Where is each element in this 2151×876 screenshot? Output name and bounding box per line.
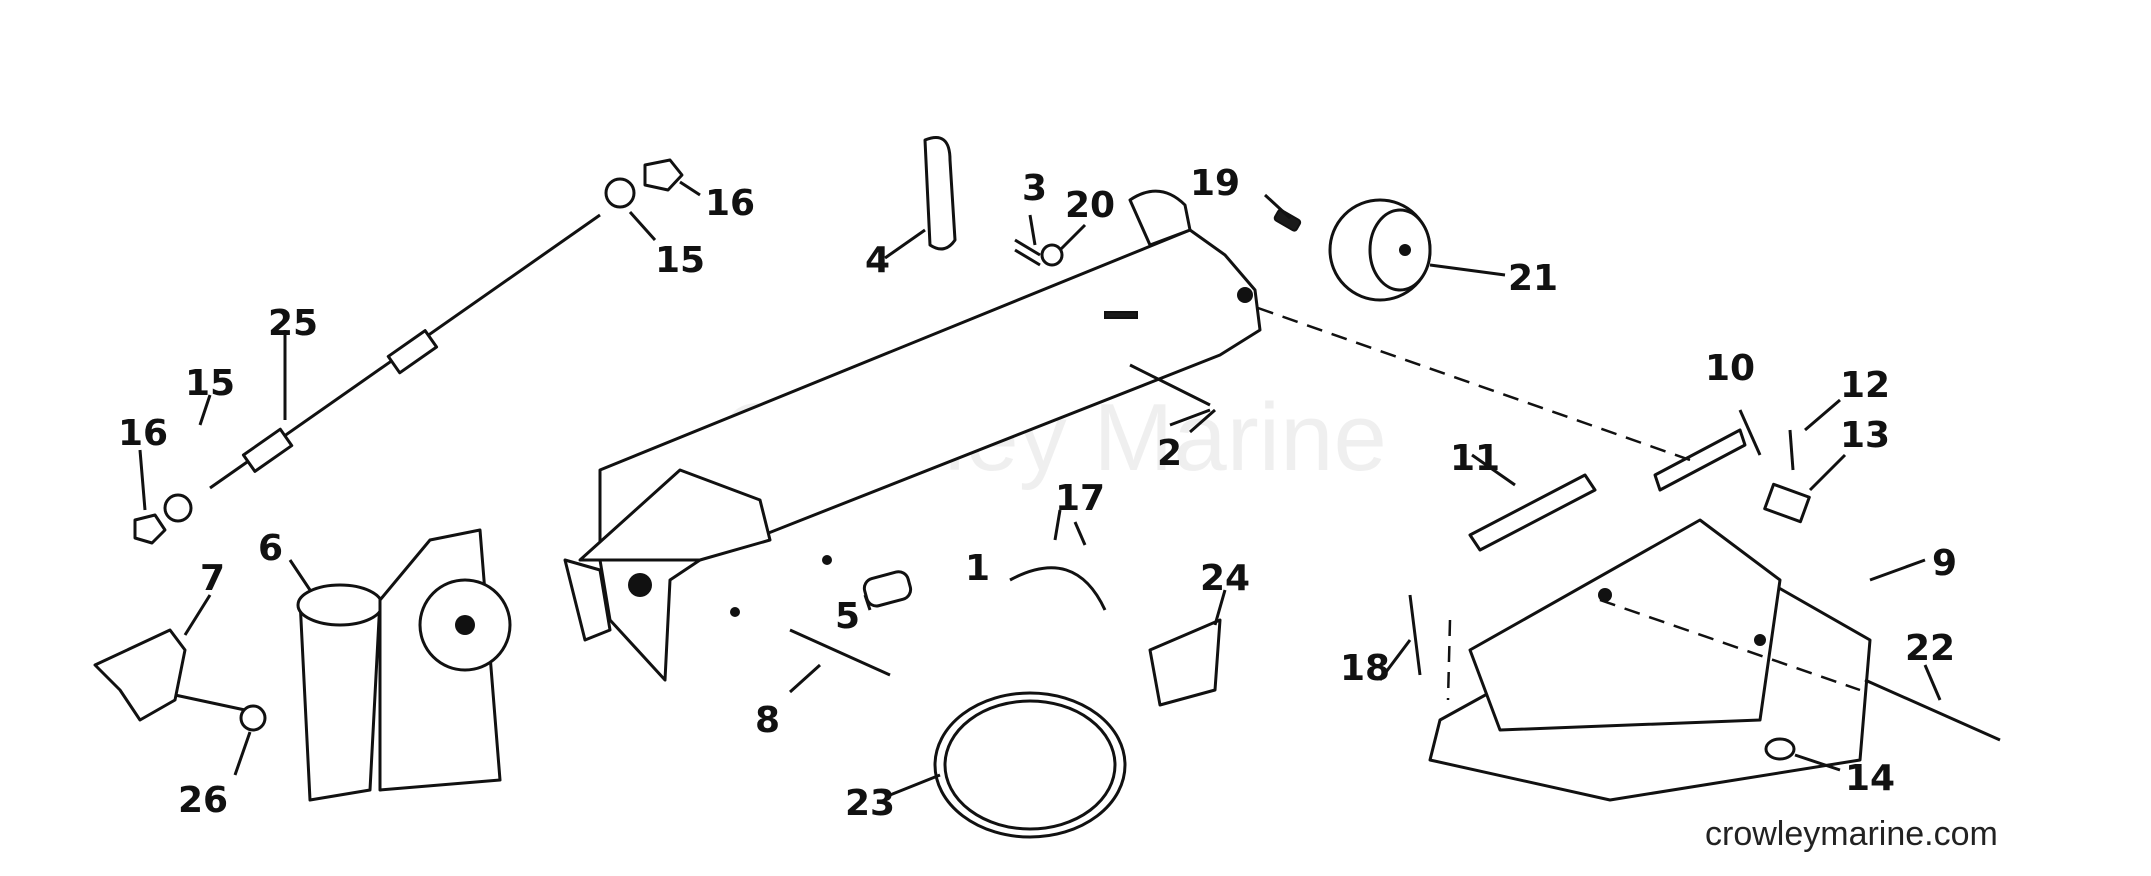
part-18-screw	[1408, 594, 1422, 676]
part-5-bushing	[862, 570, 913, 608]
callout-13: 13	[1840, 415, 1890, 456]
callout-18: 18	[1340, 648, 1390, 689]
part-13-nut-plate	[1763, 482, 1811, 524]
part-6-clamp-bracket	[296, 528, 512, 802]
callout-25: 25	[268, 303, 318, 344]
callout-3: 3	[1022, 168, 1047, 209]
callout-15-top: 15	[655, 240, 705, 281]
part-15-washer-top	[604, 177, 636, 209]
part-20-washer	[1040, 243, 1064, 267]
callout-26: 26	[178, 780, 228, 821]
part-1-tilt-arm	[563, 189, 1262, 682]
part-14-nut	[1764, 737, 1796, 761]
callout-20: 20	[1065, 185, 1115, 226]
callout-2: 2	[1157, 433, 1182, 474]
callout-15-left: 15	[185, 363, 235, 404]
part-16-nut-left	[133, 513, 167, 545]
alignment-line	[1599, 598, 1861, 692]
callout-1: 1	[965, 548, 990, 589]
callout-19: 19	[1190, 163, 1240, 204]
callout-16-top: 16	[705, 183, 755, 224]
part-26-washer	[239, 704, 267, 732]
callout-7: 7	[200, 558, 225, 599]
part-11-bar	[1468, 473, 1597, 552]
part-21-roller	[1328, 198, 1432, 302]
callout-12: 12	[1840, 365, 1890, 406]
part-25-threaded-rod	[209, 213, 601, 490]
callout-11: 11	[1450, 438, 1500, 479]
callout-24: 24	[1200, 558, 1250, 599]
callout-21: 21	[1508, 258, 1558, 299]
part-8-rod	[789, 628, 891, 677]
part-24-cable-clip	[1148, 618, 1222, 707]
callout-6: 6	[258, 528, 283, 569]
callout-9: 9	[1932, 543, 1957, 584]
part-10-bar	[1653, 428, 1747, 492]
part-4-latch-hook	[923, 136, 957, 251]
callout-10: 10	[1705, 348, 1755, 389]
part-7-thumbscrew	[93, 628, 246, 722]
site-label: crowleymarine.com	[1705, 815, 1998, 853]
part-12-screw	[1788, 429, 1795, 471]
part-22-rod	[1864, 678, 2001, 742]
part-16-nut-top	[643, 158, 684, 192]
callout-16-left: 16	[118, 413, 168, 454]
callout-22: 22	[1905, 628, 1955, 669]
callout-17: 17	[1055, 478, 1105, 519]
part-2-pin	[1129, 363, 1211, 407]
part-15-washer-left	[163, 493, 193, 523]
leader-lines	[138, 180, 1942, 797]
part-17-spring-clip	[1009, 566, 1107, 611]
part-9-base-bracket	[1428, 518, 1872, 802]
part-3-spring	[1014, 238, 1041, 267]
part-19-set-screw	[1273, 208, 1302, 232]
callout-14: 14	[1845, 758, 1895, 799]
callout-5: 5	[835, 596, 860, 637]
callout-8: 8	[755, 700, 780, 741]
alignment-line	[1446, 619, 1452, 701]
callout-23: 23	[845, 783, 895, 824]
callout-4: 4	[865, 240, 890, 281]
